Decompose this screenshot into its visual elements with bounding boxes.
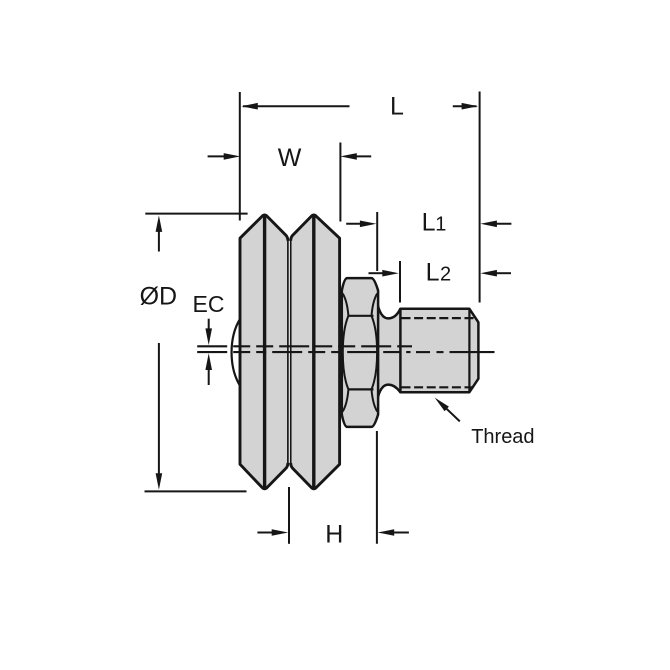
svg-text:2: 2 (440, 264, 451, 286)
svg-text:EC: EC (193, 291, 225, 317)
svg-text:ØD: ØD (140, 282, 178, 310)
svg-text:Thread: Thread (471, 426, 534, 448)
svg-text:L: L (390, 92, 404, 120)
svg-text:L: L (422, 208, 436, 236)
svg-text:W: W (278, 144, 302, 172)
svg-text:1: 1 (435, 214, 446, 236)
svg-text:H: H (325, 520, 343, 548)
svg-text:L: L (426, 258, 440, 286)
